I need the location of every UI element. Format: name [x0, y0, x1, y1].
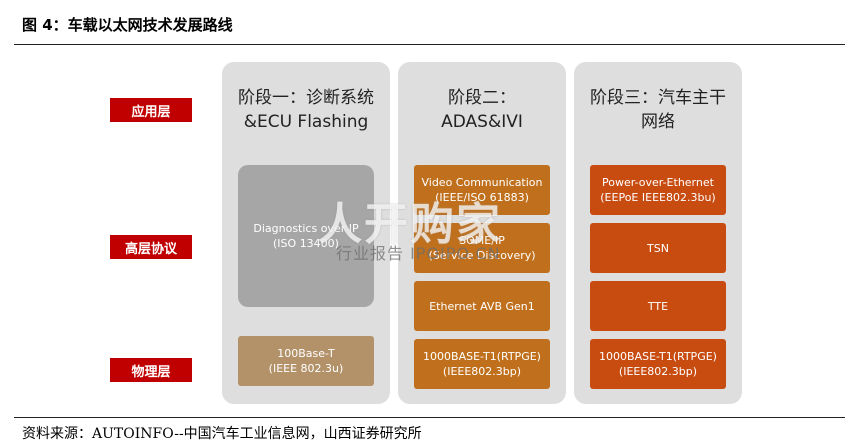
box-line1: Power-over-Ethernet	[602, 176, 714, 189]
stage-1-title-line1: 阶段一：诊断系统	[238, 88, 374, 108]
stage-1-title: 阶段一：诊断系统 &ECU Flashing	[222, 86, 390, 134]
stage-3-tsn-box: TSN	[590, 223, 726, 273]
stage-2-title-line2: ADAS&IVI	[441, 112, 523, 132]
stage-3-poe-box: Power-over-Ethernet (EEPoE IEEE802.3bu)	[590, 165, 726, 215]
stage-1-panel: 阶段一：诊断系统 &ECU Flashing Diagnostics over …	[222, 62, 390, 404]
stage-2-avb-box: Ethernet AVB Gen1	[414, 281, 550, 331]
box-line1: 1000BASE-T1(RTPGE)	[423, 350, 541, 363]
stage-2-title-line1: 阶段二：	[448, 88, 516, 108]
box-line1: SOME/IP	[459, 234, 505, 247]
box-line1: Video Communication	[421, 176, 543, 189]
layer-label-application: 应用层	[110, 98, 192, 122]
stage-2-physical-box: 1000BASE-T1(RTPGE) (IEEE802.3bp)	[414, 339, 550, 389]
stage-2-video-box: Video Communication (IEEE/ISO 61883)	[414, 165, 550, 215]
stage-3-panel: 阶段三：汽车主干 网络 Power-over-Ethernet (EEPoE I…	[574, 62, 742, 404]
stage-2-panel: 阶段二： ADAS&IVI Video Communication (IEEE/…	[398, 62, 566, 404]
source-note: 资料来源：AUTOINFO--中国汽车工业信息网，山西证券研究所	[22, 426, 422, 442]
box-line1: TSN	[647, 241, 669, 255]
box-line2: (IEEE802.3bp)	[618, 365, 698, 378]
box-line2: (IEEE/ISO 61883)	[435, 191, 529, 204]
figure-title: 图 4：车载以太网技术发展路线	[22, 16, 233, 34]
stage-3-title-line1: 阶段三：汽车主干	[590, 88, 726, 108]
stage-3-title: 阶段三：汽车主干 网络	[574, 86, 742, 134]
stage-1-diagnostics-box: Diagnostics over IP (ISO 13400)	[238, 165, 374, 307]
stage-3-tte-box: TTE	[590, 281, 726, 331]
box-line1: TTE	[647, 299, 669, 313]
layer-label-protocol: 高层协议	[110, 235, 192, 259]
stage-1-title-line2: &ECU Flashing	[243, 112, 369, 132]
stage-1-physical-box: 100Base-T (IEEE 802.3u)	[238, 336, 374, 386]
layer-label-physical: 物理层	[110, 358, 192, 382]
stage-3-title-line2: 网络	[641, 112, 675, 132]
bottom-rule	[14, 417, 845, 418]
box-line2: (ISO 13400)	[273, 237, 339, 250]
box-line2: (Service Discovery)	[428, 249, 536, 262]
box-line1: Diagnostics over IP	[253, 222, 359, 235]
stage-2-title: 阶段二： ADAS&IVI	[398, 86, 566, 134]
box-line2: (IEEE802.3bp)	[442, 365, 522, 378]
stage-2-someip-box: SOME/IP (Service Discovery)	[414, 223, 550, 273]
box-line1: Ethernet AVB Gen1	[429, 299, 535, 313]
stage-3-physical-box: 1000BASE-T1(RTPGE) (IEEE802.3bp)	[590, 339, 726, 389]
box-line2: (IEEE 802.3u)	[268, 362, 344, 375]
top-rule	[14, 44, 845, 45]
box-line2: (EEPoE IEEE802.3bu)	[600, 191, 716, 204]
box-line1: 100Base-T	[277, 347, 335, 360]
box-line1: 1000BASE-T1(RTPGE)	[599, 350, 717, 363]
